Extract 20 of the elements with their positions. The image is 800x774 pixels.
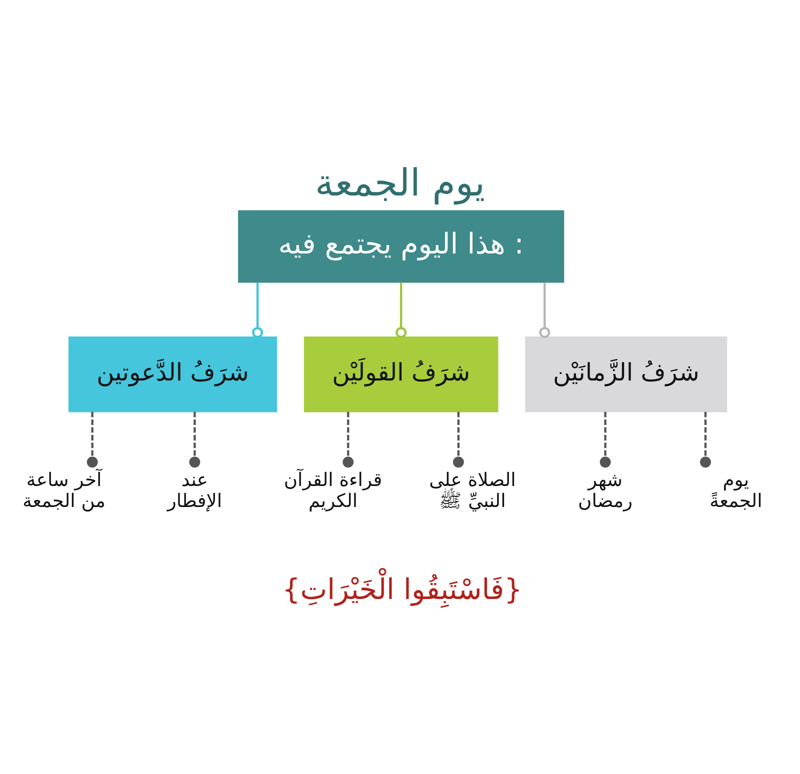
node-box: شرَفُ الدَّعوتين xyxy=(68,336,278,412)
node-text: يوم الجمعةً xyxy=(710,470,762,512)
connector xyxy=(700,412,711,468)
diagram-title: يوم الجمعة xyxy=(314,160,486,205)
node-text: الصلاة على النبيِّ ﷺ xyxy=(429,470,516,512)
connector xyxy=(342,412,354,468)
node-text: آخر ساعة من الجمعة xyxy=(22,470,106,512)
connector xyxy=(452,412,464,468)
connector xyxy=(189,412,200,468)
node-text: شهر رمضان xyxy=(578,470,633,512)
node-box: شرَفُ القولَيْن xyxy=(304,336,498,412)
connector xyxy=(539,282,550,338)
connector xyxy=(252,282,264,338)
connector xyxy=(600,412,611,468)
connector xyxy=(86,412,98,468)
node-box: شرَفُ الزَّمانَيْن xyxy=(525,336,728,412)
node-text: قراءة القرآن الكريم xyxy=(284,470,382,512)
connector xyxy=(396,282,407,338)
node-box: هذا اليوم يجتمع فيه : xyxy=(238,210,564,283)
node-text: عند الإفطار xyxy=(167,470,222,512)
